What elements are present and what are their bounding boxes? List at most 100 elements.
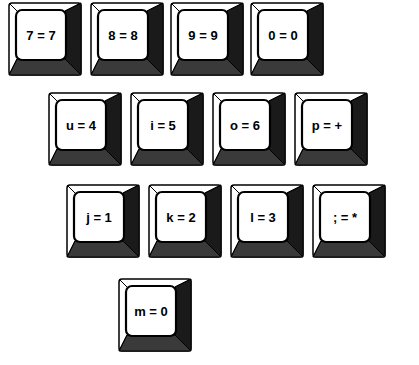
key-base [251,3,323,75]
key-face [98,10,148,60]
key-face [126,286,176,336]
key-corner-line [187,93,203,101]
key-label: 0 = 0 [268,29,297,42]
key-label: 7 = 7 [26,29,55,42]
key-bottom-bevel [49,149,121,165]
key-label-area: 8 = 8 [99,11,147,59]
key-label: ; = * [333,211,357,224]
key-label-area: p = + [303,101,351,149]
key-face [156,192,206,242]
key-corner-line [251,59,259,75]
key-base [213,93,285,165]
key-corner-line [171,3,179,11]
keyboard-key: 9 = 9 [170,2,244,76]
key-corner-line [49,93,57,101]
key-corner-line [213,93,221,101]
key-corner-line [65,3,81,11]
keyboard-key: j = 1 [66,184,140,258]
key-corner-line [351,93,367,101]
key-base [49,93,121,165]
key-face [258,10,308,60]
key-label-area: i = 5 [139,101,187,149]
key-corner-line [149,241,157,257]
key-face [74,192,124,242]
key-label-area: k = 2 [157,193,205,241]
key-bottom-bevel [149,241,221,257]
keyboard-key: k = 2 [148,184,222,258]
key-face [320,192,370,242]
keyboard-key: o = 6 [212,92,286,166]
key-label: l = 3 [250,211,276,224]
keyboard-key: p = + [294,92,368,166]
key-bottom-bevel [91,59,163,75]
keyboard-key: 0 = 0 [250,2,324,76]
key-label-area: u = 4 [57,101,105,149]
key-bottom-bevel [313,241,385,257]
key-corner-line [227,3,243,11]
key-bottom-bevel [9,59,81,75]
key-base [91,3,163,75]
key-face [238,192,288,242]
key-corner-line [91,3,99,11]
key-label-area: ; = * [321,193,369,241]
key-corner-line [295,149,303,165]
key-base [131,93,203,165]
key-face [138,100,188,150]
key-face [178,10,228,60]
key-corner-line [119,279,127,287]
keyboard-key: ; = * [312,184,386,258]
key-label-area: 9 = 9 [179,11,227,59]
key-label: u = 4 [66,119,96,132]
key-label: 9 = 9 [188,29,217,42]
key-label-area: j = 1 [75,193,123,241]
key-label: j = 1 [86,211,112,224]
key-base [149,185,221,257]
key-label: m = 0 [134,305,168,318]
key-corner-line [269,93,285,101]
key-corner-line [313,241,321,257]
key-base [231,185,303,257]
key-corner-line [67,185,75,193]
key-bottom-bevel [119,335,191,351]
keyboard-key: l = 3 [230,184,304,258]
key-label-area: l = 3 [239,193,287,241]
key-bottom-bevel [171,59,243,75]
key-label-area: o = 6 [221,101,269,149]
key-face [56,100,106,150]
key-corner-line [369,185,385,193]
key-bottom-bevel [295,149,367,165]
key-label: p = + [312,119,342,132]
keyboard-key: i = 5 [130,92,204,166]
key-corner-line [213,149,221,165]
key-corner-line [131,149,139,165]
key-label-area: 0 = 0 [259,11,307,59]
key-corner-line [123,185,139,193]
key-bottom-bevel [67,241,139,257]
key-corner-line [91,59,99,75]
key-corner-line [149,185,157,193]
key-label-area: 7 = 7 [17,11,65,59]
key-label: i = 5 [150,119,176,132]
key-corner-line [231,185,239,193]
key-bottom-bevel [213,149,285,165]
key-corner-line [287,185,303,193]
key-corner-line [105,93,121,101]
key-base [9,3,81,75]
key-base [171,3,243,75]
key-corner-line [49,149,57,165]
key-label: o = 6 [230,119,260,132]
key-bottom-bevel [251,59,323,75]
key-corner-line [205,185,221,193]
key-corner-line [9,3,17,11]
key-label: k = 2 [166,211,195,224]
key-corner-line [131,93,139,101]
key-face [220,100,270,150]
key-base [295,93,367,165]
key-face [302,100,352,150]
key-corner-line [9,59,17,75]
key-base [67,185,139,257]
key-corner-line [171,59,179,75]
key-corner-line [175,279,191,287]
key-bottom-bevel [231,241,303,257]
